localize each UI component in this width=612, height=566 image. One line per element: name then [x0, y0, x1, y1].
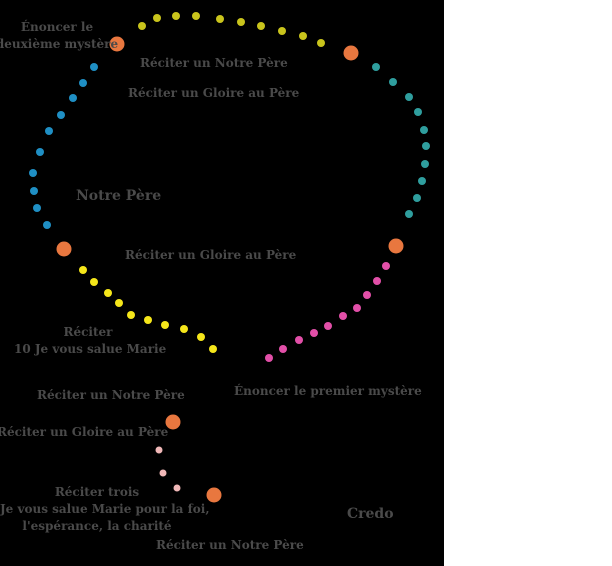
- label-our-father-top: Réciter un Notre Père: [140, 56, 288, 70]
- hail-mary-bead: [90, 278, 98, 286]
- hail-mary-bead: [138, 22, 146, 30]
- our-father-bead: [56, 241, 72, 257]
- our-father-bead: [343, 45, 359, 61]
- hail-mary-bead: [173, 484, 181, 492]
- hail-mary-bead: [414, 108, 422, 116]
- hail-mary-bead: [299, 32, 307, 40]
- our-father-bead: [109, 36, 125, 52]
- label-our-father-center: Notre Père: [76, 188, 162, 204]
- our-father-bead: [206, 487, 222, 503]
- hail-mary-bead: [155, 446, 163, 454]
- hail-mary-bead: [79, 266, 87, 274]
- hail-mary-bead: [180, 325, 188, 333]
- hail-mary-bead: [389, 78, 397, 86]
- label-line: Je vous salue Marie pour la foi,: [0, 502, 210, 516]
- hail-mary-bead: [257, 22, 265, 30]
- hail-mary-bead: [30, 187, 38, 195]
- decade-right: [372, 63, 430, 218]
- hail-mary-bead: [115, 299, 123, 307]
- label-three-hail-marys: Réciter trois Je vous salue Marie pour l…: [0, 484, 210, 535]
- our-father-bead: [388, 238, 404, 254]
- label-line: l'espérance, la charité: [22, 519, 172, 533]
- label-creed: Credo: [347, 506, 394, 522]
- hail-mary-bead: [79, 79, 87, 87]
- hail-mary-bead: [104, 289, 112, 297]
- hail-mary-bead: [29, 169, 37, 177]
- hail-mary-bead: [422, 142, 430, 150]
- decade-top: [138, 12, 325, 47]
- three-beads: [155, 446, 181, 492]
- hail-mary-bead: [279, 345, 287, 353]
- hail-mary-bead: [265, 354, 273, 362]
- hail-mary-bead: [153, 14, 161, 22]
- hail-mary-bead: [237, 18, 245, 26]
- hail-mary-bead: [172, 12, 180, 20]
- hail-mary-bead: [324, 322, 332, 330]
- hail-mary-bead: [127, 311, 135, 319]
- label-announce-first-mystery: Énoncer le premier mystère: [234, 384, 422, 398]
- hail-mary-bead: [90, 63, 98, 71]
- hail-mary-bead: [382, 262, 390, 270]
- decade-left: [29, 63, 98, 229]
- hail-mary-bead: [413, 194, 421, 202]
- label-line: Réciter: [63, 325, 113, 339]
- hail-mary-bead: [405, 210, 413, 218]
- decade-bottom-right: [265, 262, 390, 362]
- label-glory-middle: Réciter un Gloire au Père: [125, 248, 297, 262]
- label-glory-pendant: Réciter un Gloire au Père: [0, 425, 169, 439]
- hail-mary-bead: [418, 177, 426, 185]
- hail-mary-bead: [36, 148, 44, 156]
- hail-mary-bead: [353, 304, 361, 312]
- hail-mary-bead: [159, 469, 167, 477]
- hail-mary-bead: [209, 345, 217, 353]
- hail-mary-bead: [317, 39, 325, 47]
- hail-mary-bead: [57, 111, 65, 119]
- hail-mary-bead: [192, 12, 200, 20]
- hail-mary-bead: [144, 316, 152, 324]
- hail-mary-bead: [33, 204, 41, 212]
- hail-mary-bead: [161, 321, 169, 329]
- hail-mary-bead: [310, 329, 318, 337]
- hail-mary-bead: [372, 63, 380, 71]
- rosary-beads: [29, 12, 430, 503]
- hail-mary-bead: [420, 126, 428, 134]
- hail-mary-bead: [339, 312, 347, 320]
- hail-mary-bead: [295, 336, 303, 344]
- label-line: 10 Je vous salue Marie: [14, 342, 167, 356]
- decade-bottom-left: [79, 266, 217, 353]
- hail-mary-bead: [69, 94, 77, 102]
- label-our-father-pendant: Réciter un Notre Père: [37, 388, 185, 402]
- label-announce-second-mystery: Énoncer le deuxième mystère: [0, 19, 122, 53]
- hail-mary-bead: [363, 291, 371, 299]
- rosary-diagram: Énoncer le deuxième mystère Réciter un N…: [0, 0, 444, 566]
- hail-mary-bead: [197, 333, 205, 341]
- label-line: Réciter trois: [54, 485, 140, 499]
- hail-mary-bead: [278, 27, 286, 35]
- label-line: Énoncer le: [20, 20, 94, 34]
- hail-mary-bead: [45, 127, 53, 135]
- our-father-bead: [165, 414, 181, 430]
- label-our-father-bottom: Réciter un Notre Père: [156, 538, 304, 552]
- hail-mary-bead: [373, 277, 381, 285]
- hail-mary-bead: [421, 160, 429, 168]
- hail-mary-bead: [405, 93, 413, 101]
- hail-mary-bead: [216, 15, 224, 23]
- hail-mary-bead: [43, 221, 51, 229]
- pater-beads: [56, 36, 404, 503]
- label-ten-hail-marys: Réciter 10 Je vous salue Marie: [14, 324, 167, 358]
- label-line: deuxième mystère: [0, 37, 119, 51]
- label-glory-top: Réciter un Gloire au Père: [128, 86, 300, 100]
